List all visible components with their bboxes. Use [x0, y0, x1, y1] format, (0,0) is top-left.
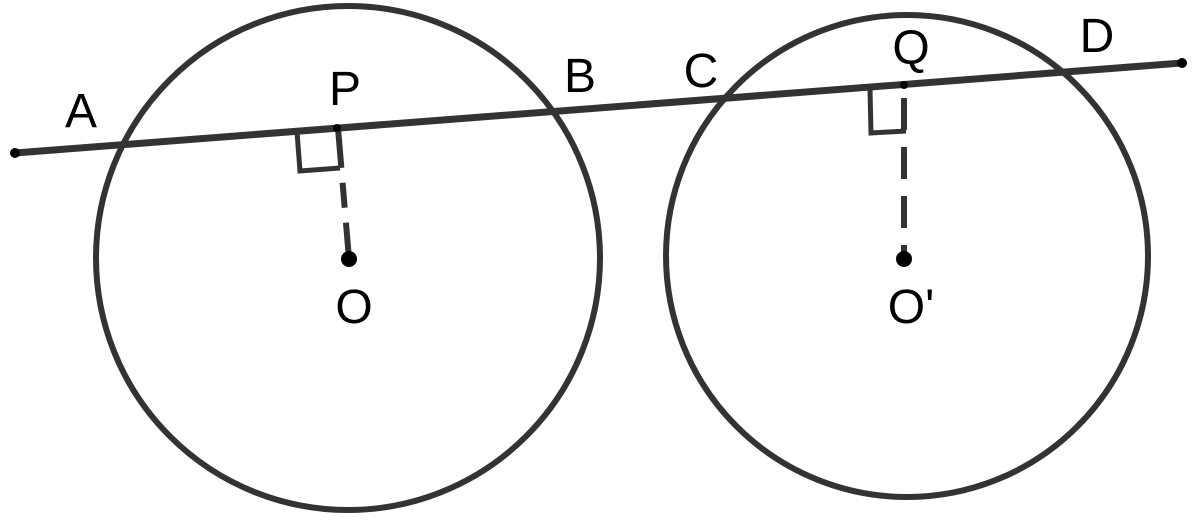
- point-P-dot: [333, 124, 341, 132]
- label-point-D: D: [1080, 10, 1115, 63]
- label-point-P: P: [329, 63, 361, 116]
- circle-O-prime: [663, 12, 1151, 500]
- label-point-C: C: [684, 45, 719, 98]
- point-Q-dot: [900, 81, 908, 89]
- right-angle-mark-P: [294, 131, 341, 174]
- right-angle-mark-Q: [867, 88, 907, 136]
- perpendicular-OP: [335, 127, 352, 260]
- label-center-O: O: [335, 281, 372, 334]
- center-dot-O: [341, 251, 357, 267]
- label-point-Q: Q: [892, 22, 929, 75]
- label-center-O-prime: O': [888, 281, 935, 334]
- line-endpoint-left-dot: [10, 148, 20, 158]
- label-point-B: B: [564, 50, 596, 103]
- circle-O: [93, 3, 603, 513]
- secant-line: [11, 59, 1186, 157]
- line-endpoint-right-dot: [1177, 58, 1187, 68]
- center-dot-O-prime: [896, 251, 912, 267]
- label-point-A: A: [65, 85, 97, 138]
